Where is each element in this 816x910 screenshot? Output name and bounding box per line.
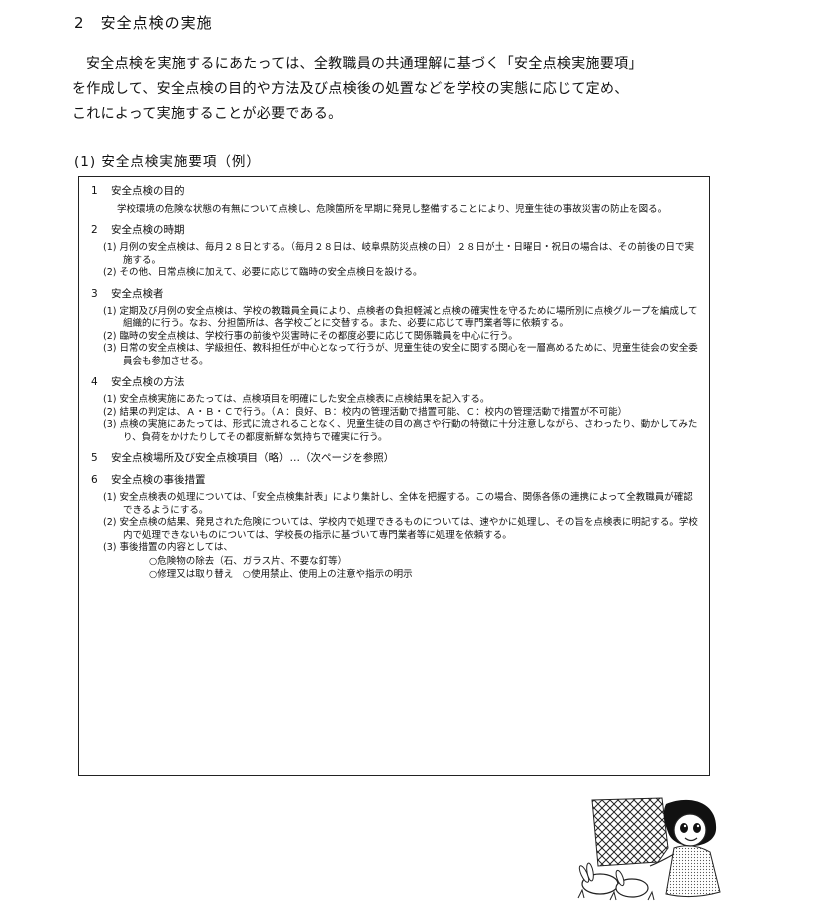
section-paragraph: 学校環境の危険な状態の有無について点検し、危険箇所を早期に発見し整備することによ… — [117, 204, 668, 215]
measure-bullet: ○危険物の除去（石、ガラス片、不要な釘等） — [149, 555, 348, 567]
section-heading: 2 安全点検の実施 — [74, 12, 213, 33]
section-item: (1) 安全点検実施にあたっては、点検項目を明確にした安全点検表に点検結果を記入… — [103, 394, 490, 405]
section-item: (2) その他、日常点検に加えて、必要に応じて臨時の安全点検日を設ける。 — [103, 267, 423, 278]
section-item: (1) 安全点検表の処理については、「安全点検集計表」により集計し、全体を把握す… — [103, 492, 693, 516]
intro-paragraph: 安全点検を実施するにあたっては、全教職員の共通理解に基づく「安全点検実施要項」 … — [72, 52, 732, 127]
section-item: (2) 結果の判定は、Ａ・Ｂ・Ｃで行う。（Ａ：良好、Ｂ：校内の管理活動で措置可能… — [103, 406, 628, 418]
intro-line: 安全点検を実施するにあたっては、全教職員の共通理解に基づく「安全点検実施要項」 — [86, 56, 643, 72]
section-heading-number: 2 — [74, 14, 85, 32]
intro-line: これによって実施することが必要である。 — [72, 106, 343, 122]
grass-icon — [577, 888, 655, 901]
child-character-icon — [649, 799, 721, 898]
section-item: (1) 定期及び月例の安全点検は、学校の教職員全員により、点検者の負担軽減と点検… — [103, 305, 698, 330]
rabbit-icon — [578, 862, 649, 898]
section-item: (2) 安全点検の結果、発見された危険については、学校内で処理できるものについて… — [103, 517, 698, 541]
wire-mesh-icon — [591, 797, 669, 867]
section-item: (1) 月例の安全点検は、毎月２８日とする。（毎月２８日は、岐阜県防災点検の日）… — [103, 242, 694, 266]
section-item: (3) 事後措置の内容としては、 — [103, 542, 234, 553]
section-item: (2) 臨時の安全点検は、学校行事の前後や災害時にその都度必要に応じて関係職員を… — [103, 330, 518, 342]
measure-bullet: ○修理又は取り替え ○使用禁止、使用上の注意や指示の明示 — [149, 568, 413, 580]
intro-line: を作成して、安全点検の目的や方法及び点検後の処置などを学校の実態に応じて定め、 — [72, 81, 629, 97]
section-heading-text: 安全点検の実施 — [100, 14, 213, 32]
section-item: (3) 点検の実施にあたっては、形式に流されることなく、児童生徒の目の高さや行動… — [103, 419, 698, 443]
section-item: (3) 日常の安全点検は、学級担任、教科担任が中心となって行うが、児童生徒の安全… — [103, 343, 698, 367]
rabbit-hutch-illustration — [577, 797, 721, 901]
subheading: (1) 安全点検実施要項（例） — [74, 154, 261, 170]
